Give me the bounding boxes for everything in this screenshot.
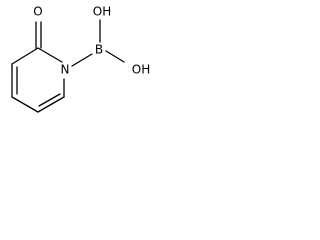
bond-c6-c5 <box>37 96 65 113</box>
pyridinone-ring <box>11 47 65 113</box>
bond-c6-c5-double <box>38 93 61 107</box>
atom-label-hydroxyl-lower: OH <box>132 63 150 77</box>
bond-c2-n1 <box>37 47 63 63</box>
bond-b-oh-lower <box>105 50 125 63</box>
boronic-acid-group <box>71 19 125 67</box>
bond-n1-b <box>71 53 93 67</box>
atom-label-ring-nitrogen: N <box>61 63 70 77</box>
chemical-structure-diagram: O N B OH OH <box>11 5 150 113</box>
atom-label-carbonyl-oxygen: O <box>33 5 42 19</box>
carbonyl-group <box>35 21 42 49</box>
atom-label-hydroxyl-upper: OH <box>93 5 111 19</box>
atom-label-boron: B <box>95 43 103 57</box>
bond-c5-c4 <box>11 96 39 113</box>
bond-c3-c2 <box>11 47 39 65</box>
